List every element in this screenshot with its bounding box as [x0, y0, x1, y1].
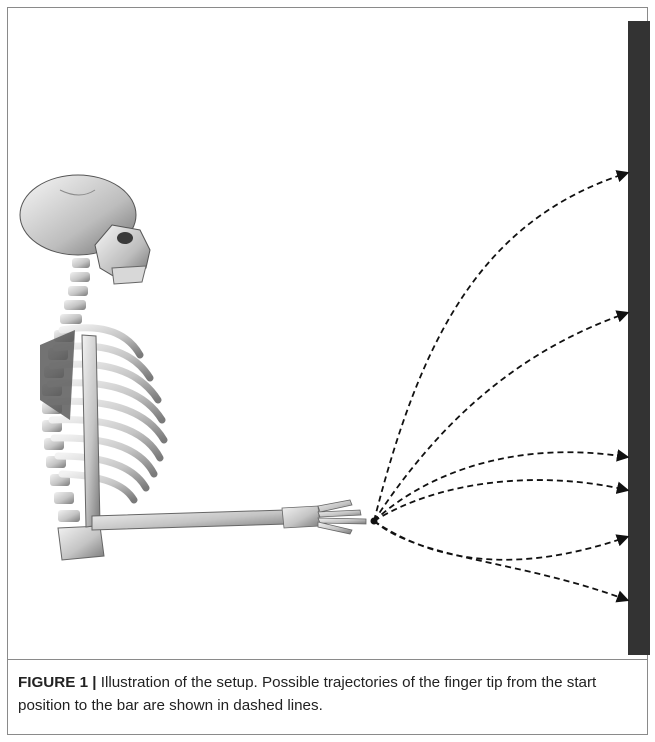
pelvis	[58, 526, 104, 560]
skeleton-figure	[20, 175, 378, 560]
figure-label: FIGURE 1 |	[18, 674, 97, 691]
figure-caption-text: Illustration of the setup. Possible traj…	[18, 674, 596, 714]
figure-caption: FIGURE 1 | Illustration of the setup. Po…	[18, 671, 638, 717]
target-bar	[628, 21, 650, 655]
figure-illustration	[0, 0, 655, 660]
trajectory-4	[374, 480, 627, 521]
trajectory-2	[374, 313, 627, 521]
trajectory-5	[374, 521, 627, 560]
forearm	[92, 510, 287, 530]
hand	[282, 500, 366, 534]
trajectories	[374, 173, 627, 600]
trajectory-3	[374, 452, 627, 521]
caption-divider	[7, 659, 648, 660]
